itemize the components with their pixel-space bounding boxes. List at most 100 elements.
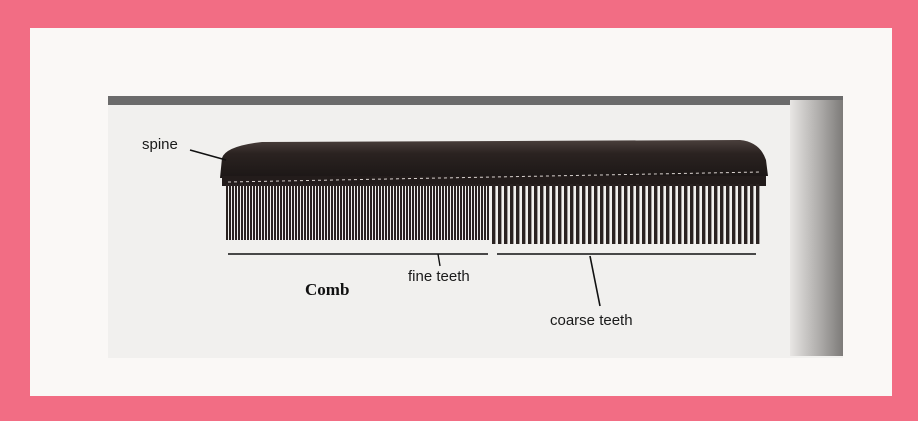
fine-tooth bbox=[235, 184, 237, 240]
fine-tooth bbox=[433, 184, 435, 240]
coarse-tooth bbox=[666, 184, 669, 244]
fine-teeth-label: fine teeth bbox=[408, 268, 470, 285]
comb-spine bbox=[220, 140, 768, 178]
fine-tooth bbox=[331, 184, 333, 240]
wall-shadow bbox=[790, 100, 843, 356]
fine-tooth bbox=[415, 184, 417, 240]
fine-tooth bbox=[292, 184, 294, 240]
fine-tooth bbox=[289, 184, 291, 240]
coarse-tooth bbox=[738, 184, 741, 244]
fine-tooth bbox=[430, 184, 432, 240]
fine-tooth bbox=[463, 184, 465, 240]
coarse-tooth bbox=[570, 184, 573, 244]
fine-tooth bbox=[316, 184, 318, 240]
fine-tooth bbox=[271, 184, 273, 240]
coarse-tooth bbox=[720, 184, 723, 244]
coarse-tooth bbox=[642, 184, 645, 244]
fine-tooth bbox=[361, 184, 363, 240]
fine-tooth bbox=[475, 184, 477, 240]
fine-tooth bbox=[412, 184, 414, 240]
fine-tooth bbox=[358, 184, 360, 240]
fine-tooth bbox=[295, 184, 297, 240]
coarse-tooth bbox=[660, 184, 663, 244]
fine-tooth bbox=[469, 184, 471, 240]
fine-tooth bbox=[280, 184, 282, 240]
fine-tooth bbox=[325, 184, 327, 240]
coarse-tooth bbox=[756, 184, 759, 244]
coarse-tooth bbox=[708, 184, 711, 244]
fine-tooth bbox=[268, 184, 270, 240]
coarse-tooth bbox=[534, 184, 537, 244]
fine-tooth bbox=[328, 184, 330, 240]
fine-tooth bbox=[448, 184, 450, 240]
fine-tooth bbox=[487, 184, 489, 240]
coarse-tooth bbox=[510, 184, 513, 244]
fine-tooth bbox=[379, 184, 381, 240]
fine-tooth bbox=[445, 184, 447, 240]
fine-tooth bbox=[451, 184, 453, 240]
fine-tooth bbox=[322, 184, 324, 240]
fine-tooth bbox=[313, 184, 315, 240]
coarse-tooth bbox=[498, 184, 501, 244]
fine-tooth bbox=[298, 184, 300, 240]
fine-tooth bbox=[334, 184, 336, 240]
fine-tooth bbox=[346, 184, 348, 240]
fine-tooth bbox=[232, 184, 234, 240]
coarse-tooth bbox=[648, 184, 651, 244]
coarse-tooth bbox=[582, 184, 585, 244]
coarse-tooth bbox=[528, 184, 531, 244]
fine-tooth bbox=[259, 184, 261, 240]
fine-tooth bbox=[409, 184, 411, 240]
fine-tooth bbox=[274, 184, 276, 240]
fine-tooth bbox=[355, 184, 357, 240]
coarse-tooth bbox=[744, 184, 747, 244]
fine-tooth bbox=[403, 184, 405, 240]
fine-tooth bbox=[397, 184, 399, 240]
coarse-tooth bbox=[564, 184, 567, 244]
coarse-tooth bbox=[612, 184, 615, 244]
fine-tooth bbox=[256, 184, 258, 240]
coarse-tooth bbox=[492, 184, 495, 244]
fine-tooth bbox=[301, 184, 303, 240]
coarse-tooth bbox=[690, 184, 693, 244]
coarse-tooth bbox=[654, 184, 657, 244]
coarse-tooth bbox=[696, 184, 699, 244]
coarse-tooth bbox=[636, 184, 639, 244]
fine-tooth bbox=[427, 184, 429, 240]
coarse-tooth bbox=[624, 184, 627, 244]
coarse-tooth bbox=[540, 184, 543, 244]
fine-tooth bbox=[394, 184, 396, 240]
coarse-tooth bbox=[702, 184, 705, 244]
fine-tooth bbox=[373, 184, 375, 240]
fine-tooth bbox=[283, 184, 285, 240]
fine-tooth bbox=[286, 184, 288, 240]
coarse-tooth bbox=[684, 184, 687, 244]
fine-tooth bbox=[340, 184, 342, 240]
coarse-tooth bbox=[600, 184, 603, 244]
fine-tooth bbox=[442, 184, 444, 240]
coarse-tooth bbox=[552, 184, 555, 244]
shelf-edge bbox=[108, 96, 843, 105]
fine-tooth bbox=[247, 184, 249, 240]
coarse-tooth bbox=[504, 184, 507, 244]
coarse-tooth bbox=[630, 184, 633, 244]
fine-tooth bbox=[472, 184, 474, 240]
figure-caption: Comb bbox=[305, 280, 349, 300]
fine-tooth bbox=[406, 184, 408, 240]
fine-tooth bbox=[466, 184, 468, 240]
coarse-tooth bbox=[672, 184, 675, 244]
fine-tooth bbox=[250, 184, 252, 240]
fine-tooth bbox=[364, 184, 366, 240]
coarse-tooth bbox=[558, 184, 561, 244]
coarse-teeth-label: coarse teeth bbox=[550, 312, 633, 329]
fine-tooth bbox=[439, 184, 441, 240]
coarse-tooth bbox=[732, 184, 735, 244]
fine-tooth bbox=[310, 184, 312, 240]
coarse-tooth bbox=[714, 184, 717, 244]
coarse-tooth bbox=[588, 184, 591, 244]
coarse-tooth bbox=[546, 184, 549, 244]
fine-tooth bbox=[319, 184, 321, 240]
fine-tooth bbox=[304, 184, 306, 240]
fine-tooth bbox=[460, 184, 462, 240]
fine-tooth bbox=[388, 184, 390, 240]
